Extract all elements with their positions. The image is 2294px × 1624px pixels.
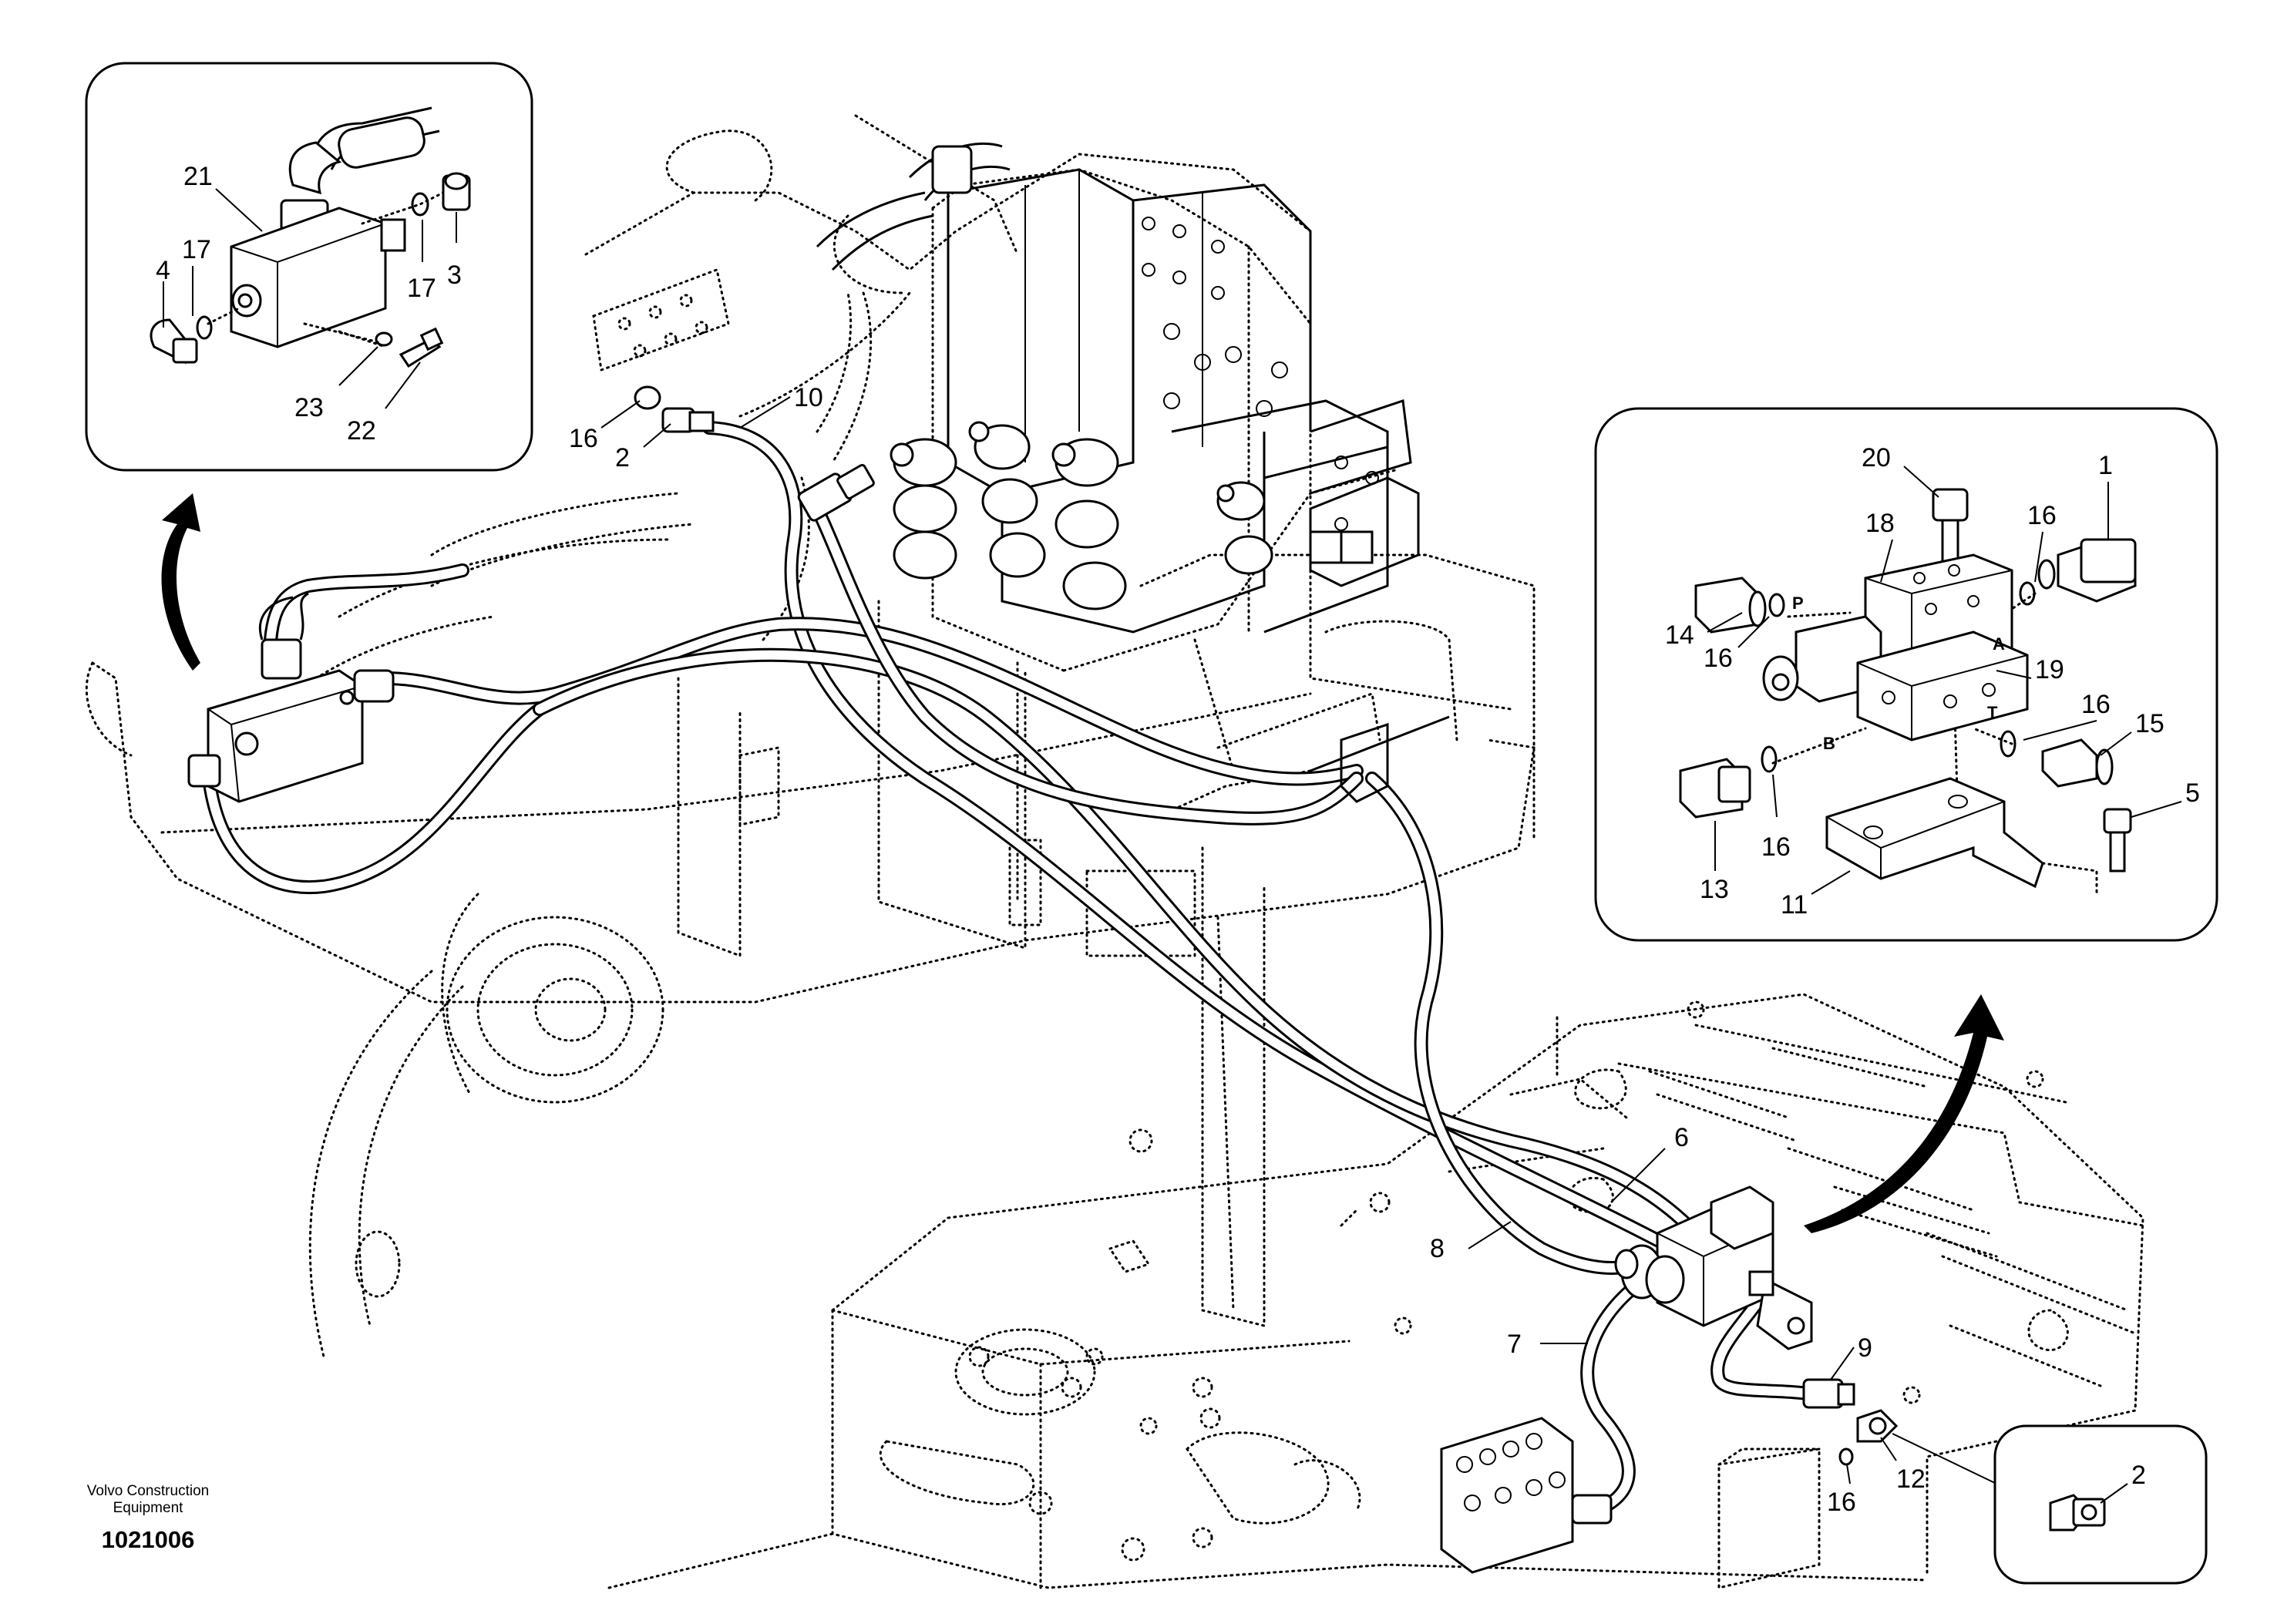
inset-left: 21 17 4 17 3 23 22	[85, 62, 533, 472]
arrow-right-up	[1804, 994, 2004, 1233]
inset-right-callout-18: 18	[1865, 509, 1895, 538]
main-control-valve	[816, 142, 1420, 634]
inset-left-callout-23: 23	[294, 393, 324, 422]
inset-right-callout-13: 13	[1700, 875, 1729, 904]
main-callouts: 16 2 10 6 8 7 9 12 16	[569, 383, 1926, 1517]
port-label-b: B	[1823, 734, 1835, 753]
callout-7: 7	[1507, 1330, 1522, 1359]
callout-12: 12	[1896, 1464, 1926, 1494]
valve-block-left	[187, 592, 395, 803]
callout-16-top: 16	[569, 424, 598, 453]
inset-right: 20 1 18 16 14 16 19 16 15 5 16 13 11 P A…	[1594, 407, 2218, 942]
inset-right-callout-16c: 16	[2081, 690, 2111, 719]
credit-line-1: Volvo Construction	[87, 1483, 209, 1499]
hydraulic-hoses	[201, 421, 1826, 1518]
main-leader-lines	[600, 396, 1997, 1484]
inset-left-callout-17b: 17	[407, 274, 436, 303]
callout-6: 6	[1674, 1123, 1689, 1152]
inset-right-callout-11: 11	[1781, 890, 1808, 920]
inset-left-callout-17a: 17	[182, 235, 211, 264]
inset-right-callout-1: 1	[2098, 451, 2113, 480]
credit-block: Volvo Construction Equipment 1021006	[87, 1483, 209, 1553]
port-label-a: A	[1993, 634, 2005, 654]
pilot-block	[1440, 1417, 1574, 1574]
inset-right-callout-19: 19	[2035, 655, 2064, 684]
inset-right-callout-16a: 16	[2027, 501, 2057, 530]
callout-8: 8	[1430, 1234, 1445, 1263]
components	[187, 385, 1899, 1574]
port-label-t: T	[1987, 703, 1998, 722]
inset-small: 2	[1993, 1424, 2208, 1585]
callout-16-bottom: 16	[1827, 1488, 1856, 1517]
inset-left-callout-22: 22	[347, 416, 376, 446]
document-number: 1021006	[102, 1526, 195, 1553]
callout-10: 10	[794, 383, 823, 412]
inset-right-callout-14: 14	[1665, 620, 1694, 650]
credit-line-2: Equipment	[113, 1500, 184, 1516]
inset-small-callout-2: 2	[2131, 1461, 2146, 1490]
inset-right-callout-15: 15	[2135, 709, 2164, 738]
inset-right-callout-16d: 16	[1761, 832, 1791, 862]
callout-2-top: 2	[615, 443, 630, 472]
inset-right-callout-20: 20	[1862, 443, 1891, 472]
arrow-left-up	[161, 493, 200, 671]
inset-left-callout-21: 21	[183, 162, 213, 191]
inset-left-callout-4: 4	[156, 256, 170, 285]
port-label-p: P	[1792, 593, 1804, 613]
inset-right-callout-5: 5	[2185, 778, 2200, 808]
inset-right-callout-16b: 16	[1704, 644, 1733, 673]
callout-9: 9	[1858, 1333, 1872, 1363]
inset-left-callout-3: 3	[447, 261, 462, 290]
valve-6	[1614, 1185, 1813, 1350]
